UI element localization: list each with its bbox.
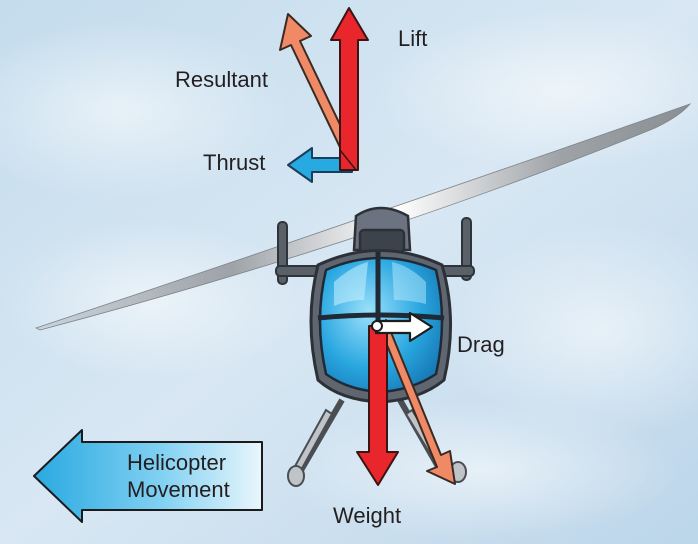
weight-label: Weight: [333, 503, 401, 528]
weight-arrow: [356, 325, 399, 486]
lift-arrow-inner-edge: [339, 149, 357, 171]
movement-label-line2: Movement: [127, 477, 230, 502]
movement-label-line1: Helicopter: [127, 450, 226, 475]
drag-label: Drag: [457, 332, 505, 357]
lift-arrow: [330, 7, 369, 171]
center-of-gravity-dot: [371, 320, 383, 332]
drag-arrow: [374, 311, 434, 343]
thrust-label: Thrust: [203, 150, 265, 175]
resultant-label: Resultant: [175, 67, 268, 92]
thrust-arrow: [287, 147, 353, 183]
resultant-arrow-lower: [379, 319, 456, 485]
lift-label: Lift: [398, 26, 427, 51]
movement-arrow: [33, 429, 263, 523]
